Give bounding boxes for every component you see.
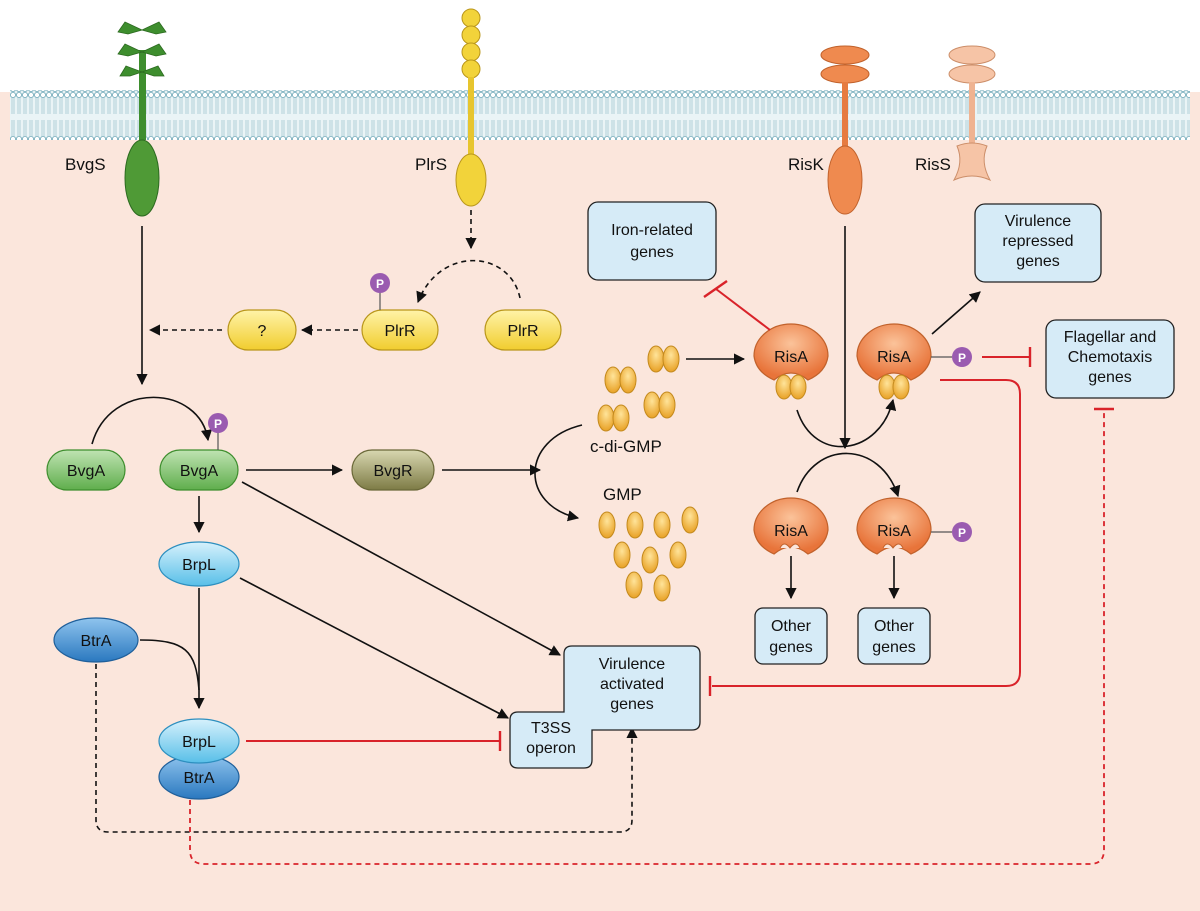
svg-text:BvgR: BvgR bbox=[373, 463, 412, 480]
other-genes-box-1: Other genes bbox=[754, 607, 828, 665]
plrs-receptor bbox=[455, 8, 487, 207]
virulence-activated-genes-box: Virulence activated genes T3SS operon bbox=[509, 645, 701, 769]
svg-text:activated: activated bbox=[600, 676, 664, 693]
risa-cycle-upper bbox=[796, 398, 897, 448]
brpl: BrpL bbox=[158, 541, 240, 587]
btra-join-curve bbox=[139, 639, 200, 691]
svg-text:genes: genes bbox=[630, 244, 674, 261]
iron-related-genes-box: Iron-related genes bbox=[587, 201, 717, 281]
phospho-icon bbox=[370, 273, 390, 293]
riss-receptor bbox=[948, 45, 996, 182]
svg-text:BrpL: BrpL bbox=[182, 557, 216, 574]
phospho-icon bbox=[208, 413, 228, 433]
risa-phospho-cdigmp: RisA P bbox=[856, 323, 972, 400]
bvgr: BvgR bbox=[351, 449, 435, 491]
svg-text:P: P bbox=[958, 526, 966, 540]
bvgs-receptor bbox=[117, 21, 167, 217]
svg-text:genes: genes bbox=[610, 696, 654, 713]
extracellular-space bbox=[0, 0, 1200, 92]
c-di-gmp-pool bbox=[597, 345, 680, 432]
svg-text:RisA: RisA bbox=[774, 349, 808, 366]
plrr: PlrR bbox=[484, 309, 562, 351]
svg-text:Virulence: Virulence bbox=[599, 656, 666, 673]
complex-dashed-to-flagellar bbox=[189, 412, 1105, 865]
risa-inhibits-iron bbox=[715, 288, 771, 331]
risa-cycle-lower bbox=[796, 452, 901, 498]
phospho-icon bbox=[952, 522, 972, 542]
risa-cdigmp-bound: RisA bbox=[753, 323, 829, 400]
bvgs-label: BvgS bbox=[65, 155, 106, 174]
svg-text:PlrR: PlrR bbox=[384, 323, 415, 340]
svg-text:Virulence: Virulence bbox=[1005, 213, 1072, 230]
brpl-btra-complex: BrpL BtrA bbox=[158, 718, 240, 800]
unknown-factor: ? bbox=[227, 309, 297, 351]
svg-text:PlrR: PlrR bbox=[507, 323, 538, 340]
plrs-label: PlrS bbox=[415, 155, 447, 174]
svg-text:genes: genes bbox=[769, 639, 813, 656]
risa-free: RisA bbox=[753, 497, 829, 555]
svg-text:BvgA: BvgA bbox=[67, 463, 106, 480]
svg-text:operon: operon bbox=[526, 740, 576, 757]
svg-text:repressed: repressed bbox=[1002, 233, 1073, 250]
svg-text:?: ? bbox=[258, 323, 267, 340]
svg-text:genes: genes bbox=[872, 639, 916, 656]
bvga-to-vag-arrow bbox=[241, 481, 561, 656]
inhibit-bar bbox=[703, 280, 728, 298]
svg-text:Chemotaxis: Chemotaxis bbox=[1068, 349, 1152, 366]
svg-text:P: P bbox=[958, 351, 966, 365]
risa-p-inhibits-vag bbox=[712, 379, 1021, 687]
other-genes-box-2: Other genes bbox=[857, 607, 931, 665]
virulence-repressed-genes-box: Virulence repressed genes bbox=[974, 203, 1102, 283]
svg-text:Flagellar and: Flagellar and bbox=[1064, 329, 1157, 346]
svg-text:BrpL: BrpL bbox=[182, 734, 216, 751]
cdigmp-to-gmp-curve bbox=[534, 424, 583, 522]
svg-text:RisA: RisA bbox=[877, 349, 911, 366]
risa-free-phospho: RisA P bbox=[856, 497, 972, 555]
riss-label: RisS bbox=[915, 155, 951, 174]
risa-to-virrep-arrow bbox=[931, 291, 981, 335]
bvga-phosphorylation-curve bbox=[91, 396, 213, 445]
cell-membrane bbox=[10, 90, 1190, 140]
svg-text:P: P bbox=[214, 417, 222, 431]
svg-text:P: P bbox=[376, 277, 384, 291]
risk-receptor bbox=[820, 45, 870, 215]
svg-text:Other: Other bbox=[771, 618, 812, 635]
svg-text:genes: genes bbox=[1088, 369, 1132, 386]
svg-text:Other: Other bbox=[874, 618, 915, 635]
svg-text:BtrA: BtrA bbox=[80, 633, 111, 650]
svg-text:BtrA: BtrA bbox=[183, 770, 214, 787]
svg-text:Iron-related: Iron-related bbox=[611, 222, 693, 239]
bvga: BvgA bbox=[46, 449, 126, 491]
btra: BtrA bbox=[53, 617, 139, 663]
svg-text:T3SS: T3SS bbox=[531, 720, 571, 737]
plrr-phospho: P PlrR bbox=[361, 273, 439, 351]
gmp-label: GMP bbox=[603, 485, 642, 504]
gmp-pool bbox=[598, 506, 699, 602]
svg-text:genes: genes bbox=[1016, 253, 1060, 270]
svg-text:RisA: RisA bbox=[774, 523, 808, 540]
brpl-to-t3ss-arrow bbox=[239, 577, 509, 719]
svg-text:RisA: RisA bbox=[877, 523, 911, 540]
svg-text:BvgA: BvgA bbox=[180, 463, 219, 480]
plrr-cycle-curve bbox=[416, 259, 521, 304]
bvga-phospho: P BvgA bbox=[159, 413, 239, 491]
risk-label: RisK bbox=[788, 155, 825, 174]
c-di-gmp-label: c-di-GMP bbox=[590, 437, 662, 456]
phospho-icon bbox=[952, 347, 972, 367]
flagellar-chemotaxis-genes-box: Flagellar and Chemotaxis genes bbox=[1045, 319, 1175, 399]
